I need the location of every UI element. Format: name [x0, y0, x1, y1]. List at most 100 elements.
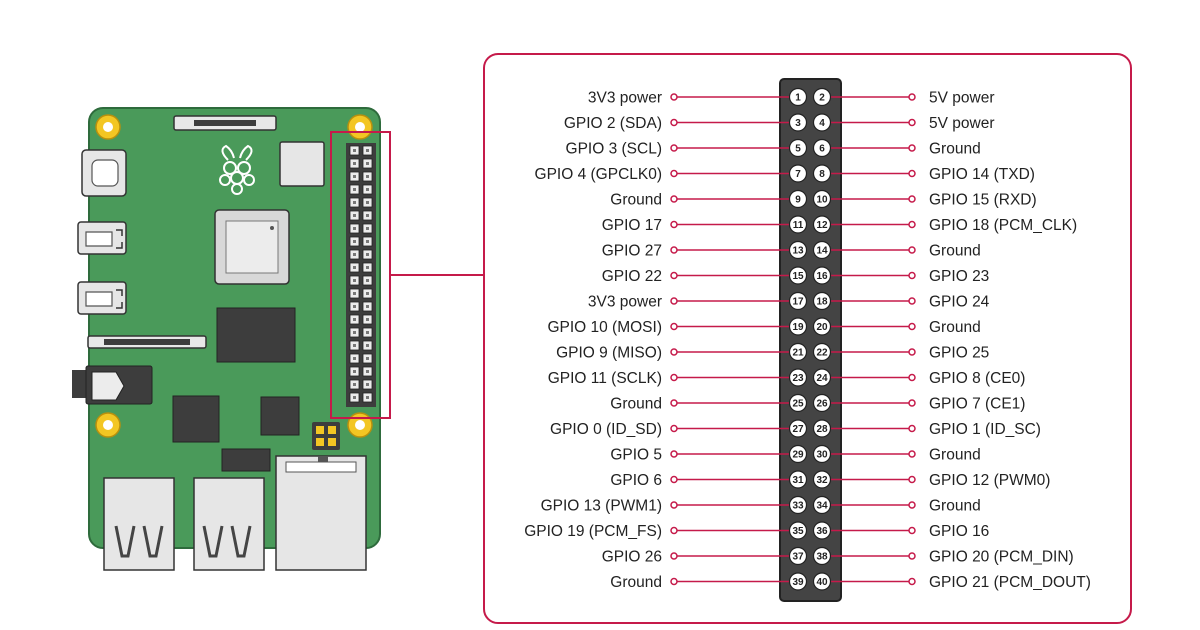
pin-number: 12 [816, 220, 828, 231]
pin-label: GPIO 9 (MISO) [556, 345, 662, 362]
leader-endpoint [670, 577, 678, 586]
pin-label: Ground [929, 447, 981, 464]
raspberry-logo-icon [219, 144, 255, 195]
pin-circle [788, 521, 808, 540]
pin-circle [788, 317, 808, 336]
leader-endpoint [908, 118, 916, 127]
pin-number: 21 [792, 348, 804, 359]
mounting-hole [347, 412, 373, 438]
leader-endpoint [670, 195, 678, 203]
pin-number: 24 [816, 373, 828, 384]
pin-circle [812, 189, 832, 209]
pin-circle [812, 240, 832, 260]
leader-endpoint [670, 297, 678, 305]
pin-number: 25 [792, 399, 804, 410]
pin-circle [812, 164, 832, 183]
pin-circle [788, 419, 808, 438]
pin-circle [788, 470, 808, 489]
ethernet-controller-chip [260, 396, 300, 436]
leader-endpoint [908, 169, 916, 178]
leader-endpoint [908, 475, 916, 484]
raspberry-pi-board [72, 107, 391, 571]
pin-label: GPIO 20 (PCM_DIN) [929, 549, 1074, 566]
pin-label: GPIO 1 (ID_SC) [929, 421, 1041, 438]
micro-hdmi-port-0 [77, 221, 127, 255]
pin-circle [812, 113, 832, 132]
leader-endpoint [908, 144, 916, 152]
pin-number: 9 [795, 195, 801, 206]
pin-number: 39 [792, 577, 804, 588]
pin-number: 27 [792, 424, 804, 435]
pin-circle [788, 113, 808, 132]
pin-circle [812, 495, 832, 515]
pin-number: 3 [795, 118, 801, 129]
pin-label: Ground [610, 574, 662, 591]
pin-number: 7 [795, 169, 801, 180]
pin-number: 20 [816, 322, 828, 333]
pin-number: 30 [816, 450, 828, 461]
leader-endpoint [670, 399, 678, 407]
pin-label: Ground [929, 319, 981, 336]
leader-endpoint [670, 475, 678, 484]
display-connector [173, 115, 277, 131]
pin-number: 18 [816, 297, 828, 308]
leader-endpoint [670, 271, 678, 280]
pin-number: 38 [816, 552, 828, 563]
pin-number: 34 [816, 501, 828, 512]
pin-label: GPIO 6 [610, 472, 662, 489]
pin-label: 3V3 power [588, 90, 662, 107]
pin-circle [812, 546, 832, 566]
pin-number: 6 [819, 144, 825, 155]
pin-number: 28 [816, 424, 828, 435]
leader-endpoint [670, 373, 678, 382]
pin-number: 29 [792, 450, 804, 461]
ethernet-port [275, 455, 367, 571]
pin-number: 1 [795, 93, 801, 104]
pin-number: 14 [816, 246, 828, 257]
pin-label: GPIO 8 (CE0) [929, 370, 1025, 387]
pin-number: 13 [792, 246, 804, 257]
pin-number: 15 [792, 271, 804, 282]
pin-circle [788, 189, 808, 209]
pin-circle [812, 291, 832, 311]
pin-number: 4 [819, 118, 825, 129]
pin-label: GPIO 15 (RXD) [929, 192, 1037, 209]
leader-endpoint [908, 93, 916, 101]
leader-endpoint [670, 450, 678, 458]
pin-number: 31 [792, 475, 804, 486]
leader-endpoint [908, 322, 916, 331]
pin-number: 35 [792, 526, 804, 537]
leader-endpoint [908, 195, 916, 203]
pin-circle [788, 215, 808, 234]
soc-chip [214, 209, 290, 285]
pin-label: Ground [929, 141, 981, 158]
pin-label: Ground [610, 396, 662, 413]
pin-circle [788, 393, 808, 413]
pin-number: 19 [792, 322, 804, 333]
pin-label: Ground [929, 498, 981, 515]
pin-number: 10 [816, 195, 828, 206]
pin-label: GPIO 26 [602, 549, 662, 566]
pin-label: 5V power [929, 90, 994, 107]
pin-label: GPIO 18 (PCM_CLK) [929, 217, 1077, 234]
pin-circle [812, 521, 832, 540]
leader-endpoint [670, 501, 678, 509]
pin-number: 5 [795, 144, 801, 155]
mounting-hole [95, 114, 121, 140]
usb-2-ports [103, 477, 175, 571]
pin-label: GPIO 4 (GPCLK0) [535, 166, 662, 183]
leader-endpoint [670, 526, 678, 535]
